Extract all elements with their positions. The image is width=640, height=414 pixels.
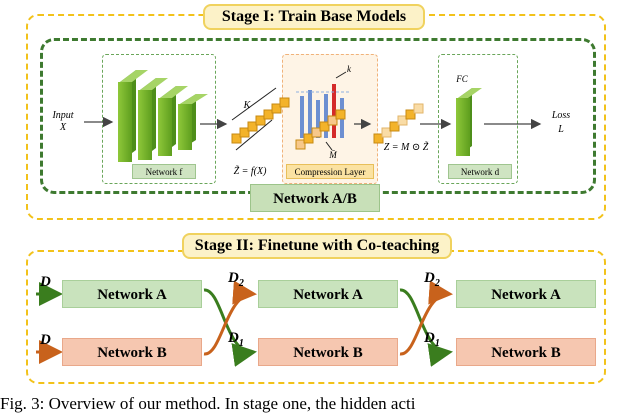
d2-label-second: D2 [424,270,440,289]
k-pointer [335,71,347,79]
network-b-step1: Network B [62,338,202,366]
z-strip [373,103,424,144]
fc-block [456,88,482,156]
network-f-label: Network f [132,164,196,179]
stage2-title: Stage II: Finetune with Co-teaching [182,233,452,259]
z-formula-label: Z = M ⊙ Z̃ [383,142,429,153]
figure-caption: Fig. 3: Overview of our method. In stage… [0,394,416,413]
k-small-label: k [347,64,351,74]
network-a-step2: Network A [258,280,398,308]
network-f-frame [102,54,216,184]
network-b-step2: Network B [258,338,398,366]
d2-label-first: D2 [228,270,244,289]
network-a-step3: Network A [456,280,596,308]
z-tilde-label: Z̃ = f(X) [233,166,267,177]
k-top-label: K [243,100,251,111]
d-top-label: D [40,274,51,290]
d1-label-second: D1 [424,330,440,349]
cross-b2-to-a3 [399,280,453,356]
network-d-label: Network d [448,164,512,179]
d-bottom-label: D [40,332,51,348]
cross-b1-to-a2 [203,280,257,356]
compression-layer-label: Compression Layer [286,164,374,179]
fc-label: FC [456,74,468,84]
input-label: Input [52,110,74,121]
k-span-top [231,87,277,121]
network-f-blocks [118,70,208,162]
m-bar-strip [295,109,346,150]
network-b-step3: Network B [456,338,596,366]
d1-label-first: D1 [228,330,244,349]
network-d-frame [438,54,518,184]
network-ab-label: Network A/B [250,184,380,212]
z-tilde-strip [231,97,290,144]
k-span-bottom [235,119,273,151]
m-bar-pointer [325,141,333,151]
input-variable: X [59,122,67,133]
network-a-step1: Network A [62,280,202,308]
stage1-title: Stage I: Train Base Models [203,4,425,30]
m-bar-label: M̄ [329,150,337,160]
loss-variable: L [558,124,564,135]
loss-label: Loss [551,110,571,121]
